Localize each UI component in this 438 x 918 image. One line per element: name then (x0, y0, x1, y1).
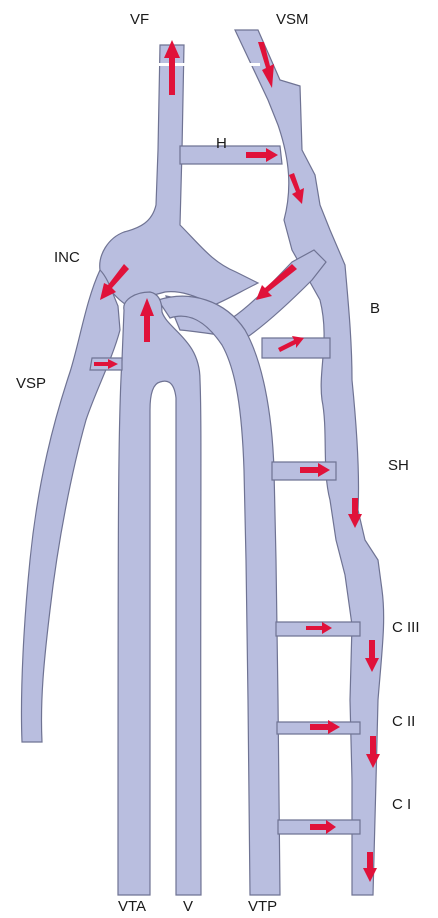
label-c2: C II (392, 713, 415, 730)
label-b: B (370, 300, 380, 317)
label-inc: INC (54, 249, 80, 266)
label-h: H (216, 135, 227, 152)
label-sh: SH (388, 457, 409, 474)
label-c3: C III (392, 619, 420, 636)
label-vsm: VSM (276, 11, 309, 28)
vf-section-mark (150, 63, 260, 66)
label-c1: C I (392, 796, 411, 813)
label-v: V (183, 898, 193, 915)
label-vf: VF (130, 11, 149, 28)
label-vta: VTA (118, 898, 146, 915)
label-vsp: VSP (16, 375, 46, 392)
anterior-tibial-vein (118, 292, 201, 895)
vein-network (21, 30, 383, 895)
label-vtp: VTP (248, 898, 277, 915)
small-saphenous-vein (21, 270, 120, 742)
